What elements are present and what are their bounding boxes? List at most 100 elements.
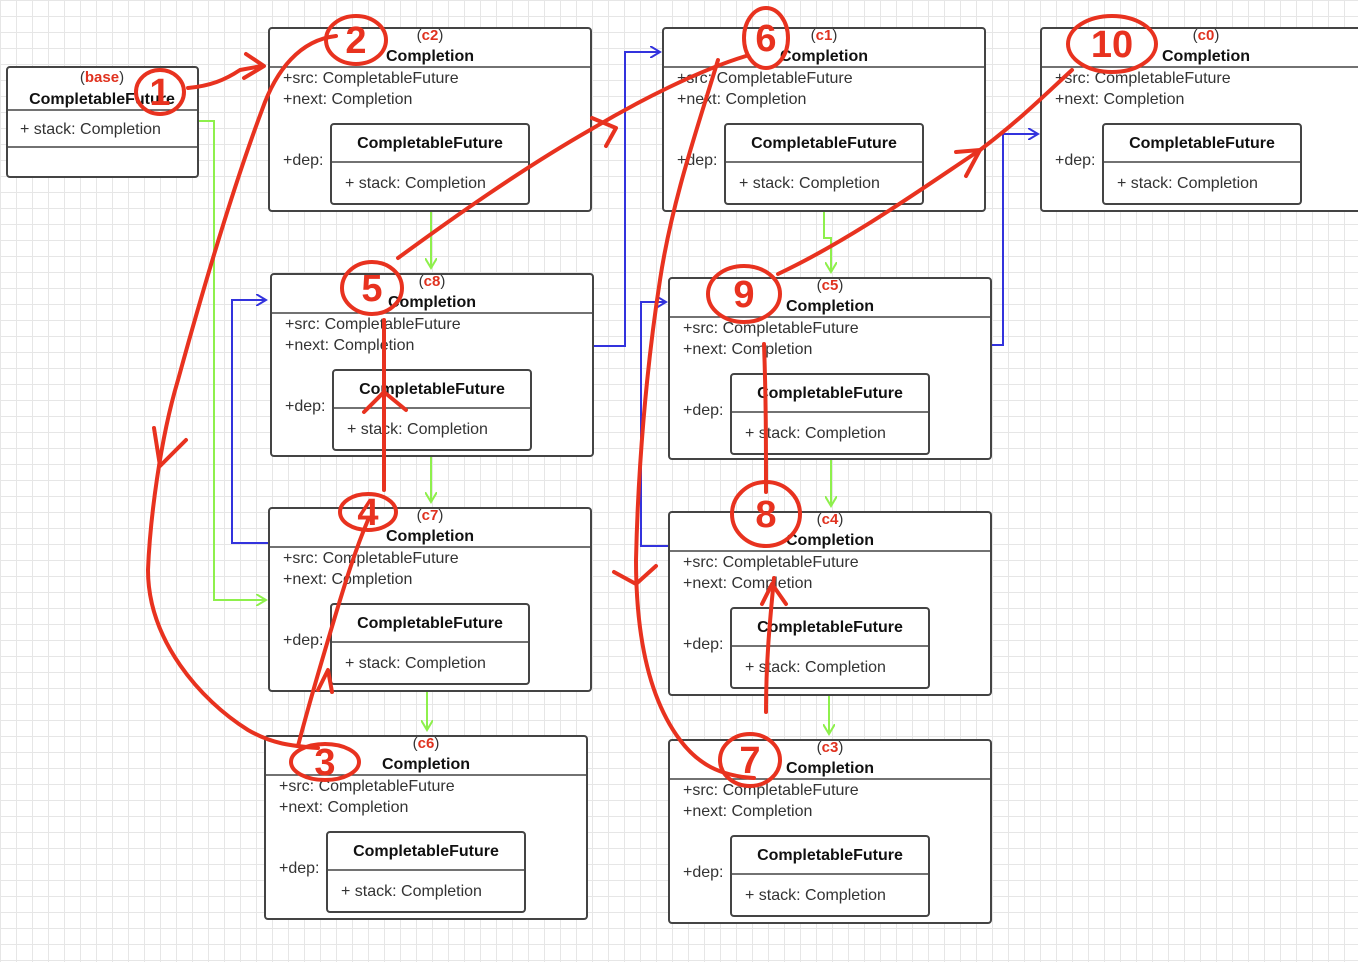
inner-class-name: CompletableFuture [357,135,503,152]
step-number: 4 [357,492,378,534]
inner-stack-field: + stack: Completion [745,887,886,904]
red-path-9-to-10 [776,68,1074,276]
step-number: 1 [149,72,170,114]
red-path-6-to-7 [634,58,756,780]
node-dep-field: +dep: [683,864,723,881]
step-circle [706,264,782,324]
inner-stack-field: + stack: Completion [345,175,486,192]
red-arrowhead-9-to-10 [954,148,982,178]
inner-future-box [330,123,530,205]
red-traversal-annotations [146,34,1074,780]
step-circle [338,492,398,532]
inner-stack-field: + stack: Completion [341,883,482,900]
inner-stack-field: + stack: Completion [739,175,880,192]
inner-class-name: CompletableFuture [1129,135,1275,152]
step-number: 6 [755,18,776,60]
node-next-field: +next: Completion [683,575,812,592]
node-tag: (c6) [413,735,440,752]
node-src-field: +src: CompletableFuture [279,778,455,795]
inner-stack-field: + stack: Completion [745,425,886,442]
completion-node-c1: (c1)Completion+src: CompletableFuture+ne… [662,27,986,212]
step-number: 2 [345,20,366,62]
red-path-1-to-2 [186,64,264,90]
node-next-field: +next: Completion [1055,91,1184,108]
node-tag: (c7) [417,507,444,524]
inner-future-box [730,607,930,689]
node-dep-field: +dep: [683,402,723,419]
green-arrow-c1-to-c5 [823,204,831,272]
step-marker-c1: 6 [742,6,790,70]
red-arrowhead-6-to-7 [612,564,658,586]
red-path-2-to-3 [146,34,338,750]
step-marker-c5: 9 [706,264,782,324]
inner-stack-field: + stack: Completion [345,655,486,672]
node-next-field: +next: Completion [279,799,408,816]
node-dep-field: +dep: [285,398,325,415]
inner-future-box [330,603,530,685]
step-marker-c8: 5 [340,260,404,316]
step-circle [324,14,388,66]
node-src-field: +src: CompletableFuture [677,70,853,87]
step-circle [134,68,186,116]
step-marker-c0: 10 [1066,14,1158,74]
step-circle [730,480,802,548]
inner-future-box [730,373,930,455]
step-number: 9 [733,274,754,316]
node-src-field: +src: CompletableFuture [283,70,459,87]
step-number: 8 [755,494,776,536]
inner-future-box [730,835,930,917]
red-arrowhead-2-to-3 [152,426,188,468]
node-tag: (c0) [1193,27,1220,44]
node-next-field: +next: Completion [283,91,412,108]
node-src-field: +src: CompletableFuture [1055,70,1231,87]
node-tag: (c8) [419,273,446,290]
inner-class-name: CompletableFuture [357,615,503,632]
red-path-3-to-4 [296,518,370,748]
node-class-name: Completion [386,528,474,545]
step-marker-c2: 2 [324,14,388,66]
step-circle [718,732,782,788]
node-next-field: +next: Completion [683,803,812,820]
node-dep-field: +dep: [283,632,323,649]
node-next-field: +next: Completion [683,341,812,358]
node-tag: (c5) [817,277,844,294]
red-path-8-to-9 [762,342,768,494]
inner-class-name: CompletableFuture [757,619,903,636]
node-src-field: +src: CompletableFuture [683,554,859,571]
step-number: 10 [1091,24,1133,66]
node-dep-field: +dep: [677,152,717,169]
node-class-name: Completion [388,294,476,311]
completion-node-c4: (c4) Completion +src: CompletableFuture +ne… [668,511,992,696]
node-dep-field: +dep: [283,152,323,169]
inner-class-name: CompletableFuture [757,847,903,864]
node-dep-field: +dep: [1055,152,1095,169]
step-marker-c3: 7 [718,732,782,788]
node-src-field: +src: CompletableFuture [283,550,459,567]
node-tag: (c4) [817,511,844,528]
completion-node-c3: (c3)Completion+src: CompletableFuture+ne… [668,739,992,924]
step-circle [340,260,404,316]
red-arrowhead-7-to-8 [760,582,788,606]
completion-node-c2: (c2)Completion+src: CompletableFuture+ne… [268,27,592,212]
completion-node-c8: (c8) Completion +src: CompletableFuture +ne… [270,273,594,457]
base-tag: (base) [80,69,124,86]
completion-node-c7: (c7)Completion+src: CompletableFuture+ne… [268,507,592,692]
red-arrowhead-1-to-2 [242,52,266,80]
inner-stack-field: + stack: Completion [1117,175,1258,192]
red-path-7-to-8 [764,576,776,714]
node-class-name: Completion [382,756,470,773]
node-class-name: Completion [786,760,874,777]
node-src-field: +src: CompletableFuture [285,316,461,333]
node-next-field: +next: Completion [285,337,414,354]
node-tag: (c3) [817,739,844,756]
step-circle [1066,14,1158,74]
inner-class-name: CompletableFuture [751,135,897,152]
node-class-name: Completion [786,532,874,549]
node-tag: (c1) [811,27,838,44]
step-number: 7 [739,740,760,782]
red-arrowhead-4-to-5 [362,390,408,414]
base-stack-field: + stack: Completion [20,121,161,138]
node-class-name: Completion [786,298,874,315]
